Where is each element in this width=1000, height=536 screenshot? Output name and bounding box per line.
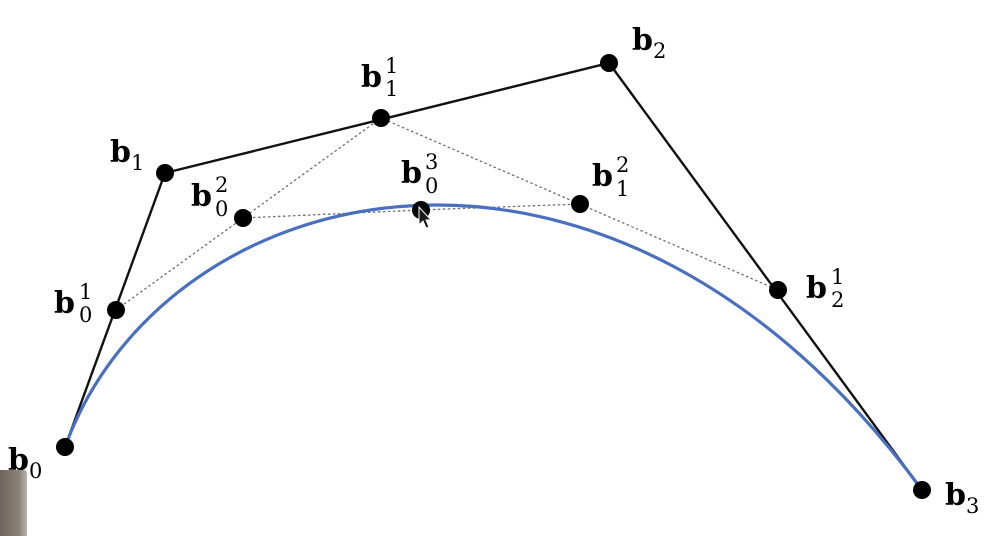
point-b02[interactable]: [234, 209, 252, 227]
svg-text:b: b: [806, 271, 827, 306]
label-b1-1: b 1 1: [361, 54, 398, 101]
svg-text:b: b: [401, 156, 422, 191]
mouse-pointer-icon: [418, 205, 433, 229]
point-labels: b0 b1 b2 b3 b 1 0 b 1: [8, 23, 979, 518]
svg-text:3: 3: [425, 150, 438, 174]
label-b0-2: b 2 0: [191, 173, 228, 221]
point-b21[interactable]: [769, 281, 787, 299]
label-b0: b0: [8, 443, 42, 483]
svg-text:b: b: [361, 60, 382, 95]
svg-text:2: 2: [215, 173, 228, 197]
label-b2: b2: [632, 23, 666, 63]
label-b0-1: b 1 0: [54, 280, 92, 327]
point-b11[interactable]: [372, 109, 390, 127]
svg-text:2: 2: [831, 288, 844, 312]
label-b2-1: b 1 2: [806, 265, 844, 312]
control-points: [56, 54, 931, 499]
svg-text:1: 1: [79, 280, 92, 304]
svg-text:1: 1: [616, 177, 629, 201]
svg-text:b: b: [592, 159, 613, 194]
point-b0[interactable]: [56, 438, 74, 456]
point-b12[interactable]: [571, 195, 589, 213]
svg-text:2: 2: [616, 153, 629, 177]
svg-text:b: b: [54, 286, 75, 321]
label-b3: b3: [945, 478, 979, 518]
label-b0-3: b 3 0: [401, 150, 438, 198]
svg-text:0: 0: [215, 197, 228, 221]
control-polygon: [63, 61, 923, 491]
svg-text:1: 1: [831, 265, 844, 289]
webcam-thumbnail-edge: [0, 470, 27, 536]
svg-text:1: 1: [385, 77, 398, 101]
point-b3[interactable]: [913, 481, 931, 499]
svg-text:b: b: [191, 179, 212, 214]
svg-text:0: 0: [79, 303, 92, 327]
svg-text:1: 1: [385, 54, 398, 78]
point-b1[interactable]: [156, 164, 174, 182]
point-b2[interactable]: [600, 54, 618, 72]
svg-text:0: 0: [425, 174, 438, 198]
label-b1: b1: [110, 135, 144, 175]
label-b1-2: b 2 1: [592, 153, 629, 201]
point-b01[interactable]: [107, 301, 125, 319]
bezier-curve: [63, 203, 924, 491]
